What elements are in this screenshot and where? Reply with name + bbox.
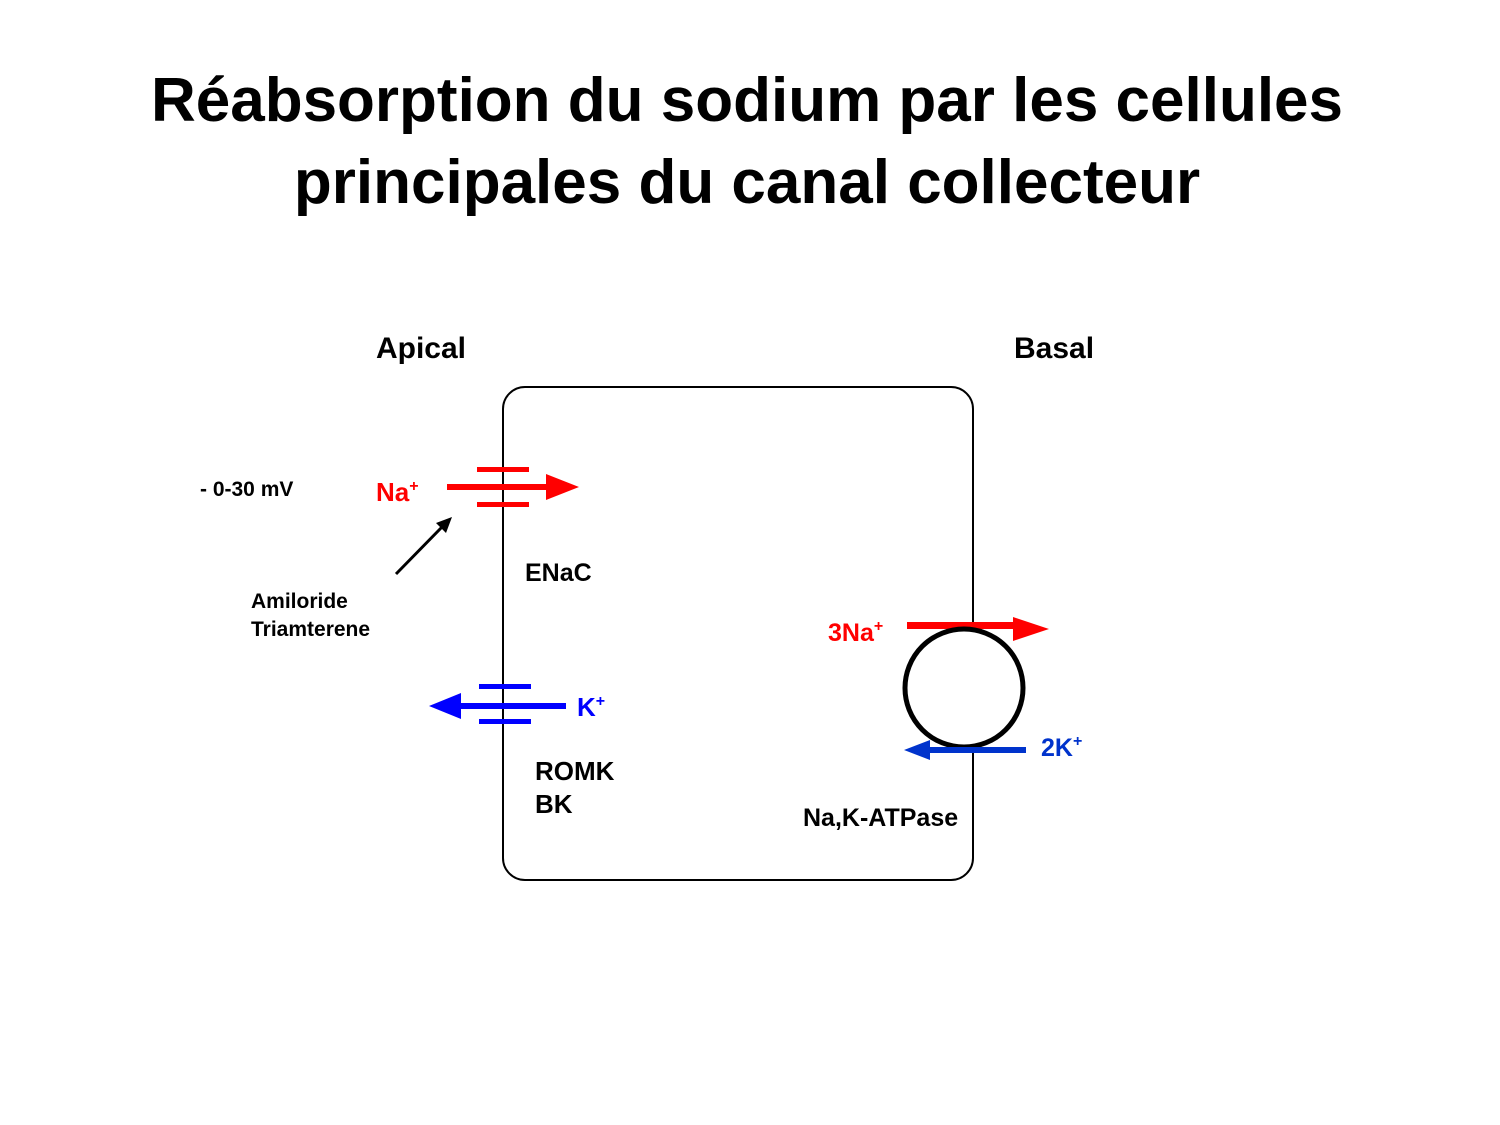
pump-circle: [902, 626, 1026, 750]
2k-arrow-head-icon: [904, 740, 930, 760]
romk-label: ROMK: [535, 756, 615, 786]
k-pore-bottom: [479, 719, 531, 724]
title-line-1: Réabsorption du sodium par les cellules: [150, 66, 1344, 135]
k-ion-label: K+: [577, 692, 605, 722]
enac-pore-top: [477, 467, 529, 472]
3na-ion-label: 3Na+: [828, 618, 883, 647]
apical-label: Apical: [376, 332, 466, 365]
arrow-head-icon: [436, 517, 452, 533]
basal-label: Basal: [1014, 332, 1094, 365]
enac-channel: Na+: [376, 467, 579, 507]
3na-arrow-shaft: [907, 622, 1014, 629]
k-arrow-shaft: [458, 703, 566, 709]
na-arrow-shaft: [447, 484, 550, 490]
na-k-atpase-label: Na,K-ATPase: [803, 804, 958, 832]
na-arrow-head-icon: [546, 474, 579, 500]
2k-ion-label: 2K+: [1041, 733, 1082, 762]
k-channel: K+: [429, 684, 605, 724]
slide-title: Réabsorption du sodium par les cellules …: [0, 60, 1494, 224]
enac-label: ENaC: [525, 559, 592, 587]
3na-arrow-head-icon: [1013, 617, 1049, 641]
k-pore-top: [479, 684, 531, 689]
na-ion-label: Na+: [376, 477, 419, 507]
2k-arrow-shaft: [928, 747, 1026, 753]
enac-pore-bottom: [477, 502, 529, 507]
membrane-voltage: - 0-30 mV: [200, 478, 293, 501]
inhibitor-arrow: [394, 517, 452, 576]
na-k-atpase-pump: 3Na+ 2K+: [828, 617, 1082, 762]
k-arrow-head-icon: [429, 693, 461, 719]
amiloride-label: Amiloride: [251, 590, 348, 613]
title-line-2: principales du canal collecteur: [293, 148, 1201, 217]
triamterene-label: Triamterene: [251, 618, 370, 641]
bk-label: BK: [535, 789, 573, 819]
